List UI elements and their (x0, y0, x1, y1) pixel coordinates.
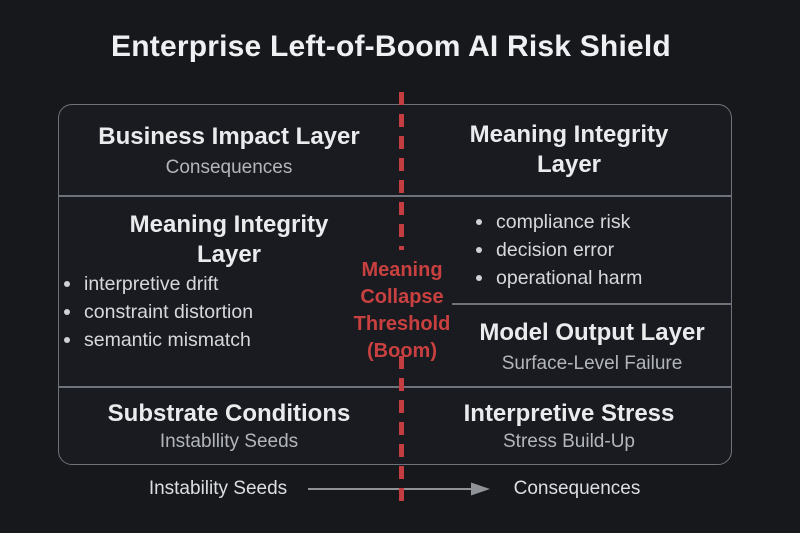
list-item: decision error (470, 236, 720, 264)
consequence-bullet-list: compliance risk decision error operation… (470, 208, 720, 292)
meaning-collapse-dashed-line-top (399, 92, 404, 250)
interpretive-stress-subtitle: Stress Build-Up (503, 431, 635, 452)
business-impact-subtitle: Consequences (165, 156, 293, 178)
meaning-integrity-bullet-list: interpretive drift constraint distortion… (58, 270, 253, 354)
cell-interpretive-stress: Interpretive Stress Stress Build-Up (406, 389, 732, 463)
right-arrow-icon (308, 482, 490, 496)
meaning-collapse-dashed-line-bottom (399, 356, 404, 502)
substrate-conditions-subtitle: Instabllity Seeds (159, 431, 299, 452)
list-item: compliance risk (470, 208, 720, 236)
cell-substrate-conditions: Substrate Conditions Instabllity Seeds (58, 389, 400, 463)
row-divider-bottom (58, 386, 732, 388)
cell-meaning-integrity-right: Meaning Integrity Layer (406, 106, 732, 194)
meaning-integrity-left-title: Meaning Integrity Layer (129, 211, 329, 268)
model-output-divider (452, 303, 732, 305)
cell-meaning-integrity-left: Meaning Integrity Layer interpretive dri… (58, 210, 400, 354)
flow-label-consequences: Consequences (513, 478, 641, 499)
list-item: operational harm (470, 264, 720, 292)
model-output-subtitle: Surface-Level Failure (501, 353, 683, 374)
cell-business-impact-layer: Business Impact Layer Consequences (58, 106, 400, 194)
list-item: interpretive drift (58, 270, 253, 298)
list-item: constraint distortion (58, 298, 253, 326)
page-title: Enterprise Left-of-Boom AI Risk Shield (111, 30, 671, 63)
business-impact-title: Business Impact Layer (98, 122, 360, 150)
flow-label-instability-seeds: Instability Seeds (148, 478, 288, 499)
risk-matrix-frame (58, 104, 732, 465)
list-item: semantic mismatch (58, 326, 253, 354)
cell-model-output-layer: Model Output Layer Surface-Level Failure (452, 318, 732, 375)
row-divider-top (58, 195, 732, 197)
substrate-conditions-title: Substrate Conditions (107, 400, 351, 427)
interpretive-stress-title: Interpretive Stress (463, 400, 675, 427)
model-output-title: Model Output Layer (479, 319, 705, 346)
meaning-integrity-right-title: Meaning Integrity Layer (469, 121, 669, 178)
meaning-collapse-threshold-label: Meaning Collapse Threshold (Boom) (353, 259, 451, 362)
